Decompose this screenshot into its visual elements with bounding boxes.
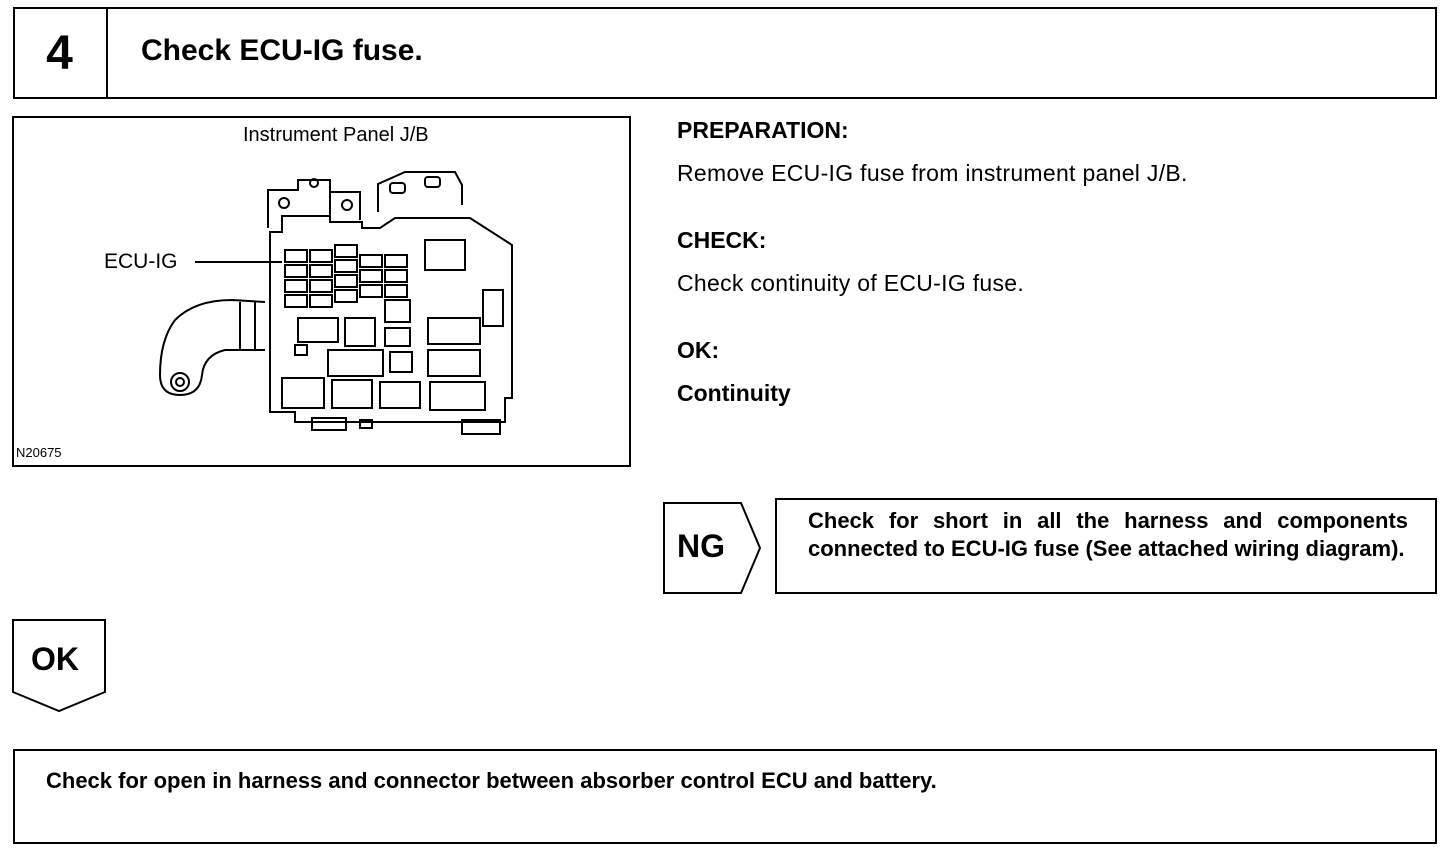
junction-block-body <box>269 215 513 423</box>
next-action-box <box>13 749 1437 844</box>
check-label: CHECK: <box>677 227 767 253</box>
bracket-arm <box>158 298 266 397</box>
ecu-ig-callout: ECU-IG <box>104 250 178 273</box>
ng-result-text: Check for short in all the harness and c… <box>808 508 1408 561</box>
mount-tab-left <box>267 179 331 228</box>
step-title: Check ECU-IG fuse. <box>141 34 423 67</box>
preparation-text: Remove ECU-IG fuse from instrument panel… <box>677 160 1188 186</box>
connector-bottom-right <box>429 381 486 411</box>
ng-result-box <box>775 498 1437 594</box>
ok-criteria-label: OK: <box>677 337 720 363</box>
check-text: Check continuity of ECU-IG fuse. <box>677 270 1025 296</box>
step-header-box <box>13 7 1437 99</box>
next-action-text: Check for open in harness and connector … <box>46 768 937 793</box>
figure-code: N20675 <box>16 445 62 460</box>
figure-caption: Instrument Panel J/B <box>243 124 429 146</box>
connector-top-right <box>424 239 466 271</box>
ng-tag: NG <box>677 528 725 564</box>
figure-frame <box>12 116 631 467</box>
mount-tab-mid <box>329 191 361 220</box>
ok-tag: OK <box>31 641 79 677</box>
step-number: 4 <box>13 7 108 99</box>
mount-tab-right <box>377 171 463 212</box>
ok-criteria-text: Continuity <box>677 380 791 406</box>
preparation-label: PREPARATION: <box>677 117 849 143</box>
